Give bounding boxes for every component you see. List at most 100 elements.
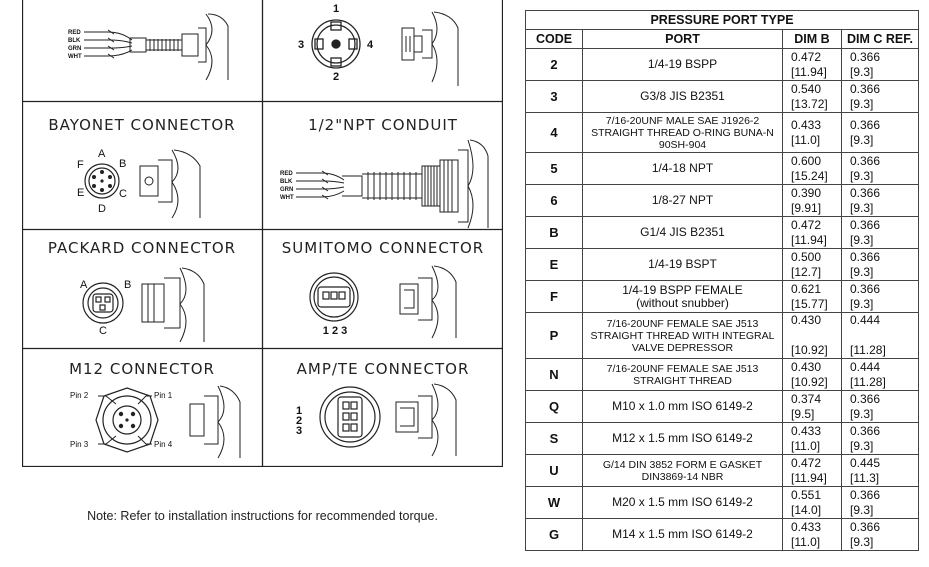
row-code: F xyxy=(525,280,583,313)
row-code: 5 xyxy=(525,152,583,185)
row-dim-c: 0.366[9.3] xyxy=(840,152,920,185)
wire-label-blk: BLK xyxy=(68,38,81,44)
row-dim-c: 0.366[9.3] xyxy=(840,216,920,249)
row-code: Q xyxy=(525,390,583,423)
row-port: 1/4-18 NPT xyxy=(582,152,783,185)
wire-label-grn: GRN xyxy=(68,46,81,52)
dim-c-mm: [9.3] xyxy=(850,534,874,549)
dim-c-inch: 0.366 xyxy=(850,217,881,232)
dim-c-inch: 0.366 xyxy=(850,153,881,168)
row-dim-b: 0.500[12.7] xyxy=(782,248,842,281)
row-code: E xyxy=(525,248,583,281)
row-dim-b: 0.551[14.0] xyxy=(782,486,842,519)
port-name: 1/4-18 NPT xyxy=(651,161,714,175)
row-dim-b: 0.374[9.5] xyxy=(782,390,842,423)
sumitomo-connector-cell: SUMITOMO CONNECTOR 1 2 3 xyxy=(282,239,483,339)
m12-pin-3-label: Pin 3 xyxy=(70,440,89,449)
table-row: 5 1/4-18 NPT 0.600[15.24]0.366[9.3] xyxy=(525,152,920,185)
dim-c-inch: 0.366 xyxy=(850,519,881,534)
dim-b-inch: 0.433 xyxy=(791,423,822,438)
port-name: G3/8 JIS B2351 xyxy=(640,89,725,103)
din-connector-cell: 1 2 3 4 xyxy=(298,3,459,86)
packard-connector-cell: PACKARD CONNECTOR A B C xyxy=(48,239,236,343)
din-pin-3-label: 3 xyxy=(298,39,304,51)
port-name: G1/4 JIS B2351 xyxy=(640,225,725,239)
port-name: 1/4-19 BSPP FEMALE xyxy=(622,282,743,297)
port-note: (without snubber) xyxy=(636,295,729,310)
dim-c-inch: 0.366 xyxy=(850,391,881,406)
packard-face xyxy=(82,282,124,324)
dim-c-mm: [9.3] xyxy=(850,200,874,215)
port-name: M20 x 1.5 mm ISO 6149-2 xyxy=(612,495,753,509)
row-port: 1/8-27 NPT xyxy=(582,184,783,217)
row-port: M20 x 1.5 mm ISO 6149-2 xyxy=(582,486,783,519)
row-dim-b: 0.600[15.24] xyxy=(782,152,842,185)
amp-te-face xyxy=(319,386,381,448)
amp-te-connector-cell: AMP/TE CONNECTOR 1 2 3 xyxy=(296,360,468,457)
din-pin-1-label: 1 xyxy=(333,3,339,15)
dim-c-mm: [9.3] xyxy=(850,132,874,147)
dim-b-inch: 0.433 xyxy=(791,519,822,534)
dim-b-inch: 0.500 xyxy=(791,249,822,264)
bayonet-pin-c: C xyxy=(119,188,127,200)
dim-b-mm: [12.7] xyxy=(791,264,822,279)
din-connector-side xyxy=(401,11,459,86)
dim-c-mm: [9.3] xyxy=(850,264,874,279)
bayonet-side xyxy=(139,149,201,219)
npt-conduit-drawing xyxy=(296,139,489,229)
connector-diagram-panel: RED BLK GRN WHT 1 2 3 4 xyxy=(22,0,503,467)
dim-c-inch: 0.444 xyxy=(850,313,881,327)
header-dim-b: DIM B xyxy=(782,29,842,49)
row-dim-c: 0.444[11.28] xyxy=(840,312,920,359)
row-dim-b: 0.621[15.77] xyxy=(782,280,842,313)
row-dim-c: 0.366[9.3] xyxy=(840,184,920,217)
m12-pin-1-label: Pin 1 xyxy=(154,391,173,400)
m12-pin-2-label: Pin 2 xyxy=(70,391,89,400)
dim-b-inch: 0.433 xyxy=(791,117,822,132)
row-code: U xyxy=(525,454,583,487)
wire-label-red: RED xyxy=(68,30,81,36)
dim-c-inch: 0.366 xyxy=(850,249,881,264)
bayonet-pin-f: F xyxy=(77,159,84,171)
dim-b-mm: [11.94] xyxy=(791,232,827,247)
row-dim-b: 0.540[13.72] xyxy=(782,80,842,113)
dim-b-mm: [14.0] xyxy=(791,502,822,517)
row-port: M12 x 1.5 mm ISO 6149-2 xyxy=(582,422,783,455)
dim-b-inch: 0.472 xyxy=(791,455,822,470)
dim-b-mm: [10.92] xyxy=(791,374,828,389)
header-dim-c: DIM C REF. xyxy=(840,29,920,49)
row-port: 1/4-19 BSPP xyxy=(582,48,783,81)
packard-title: PACKARD CONNECTOR xyxy=(48,239,236,257)
row-dim-b: 0.430[10.92] xyxy=(782,312,842,359)
sumitomo-face xyxy=(309,272,359,322)
row-dim-b: 0.430[10.92] xyxy=(782,358,842,391)
row-code: 2 xyxy=(525,48,583,81)
dim-c-mm: [9.3] xyxy=(850,64,874,79)
amp-pin-3-label: 3 xyxy=(296,425,302,437)
port-name: 7/16-20UNF MALE SAE J1926-2 STRAIGHT THR… xyxy=(591,114,774,151)
table-row: F 1/4-19 BSPP FEMALE(without snubber) 0.62… xyxy=(525,280,920,313)
dim-b-mm: [15.24] xyxy=(791,168,828,183)
din-pin-4-label: 4 xyxy=(367,39,374,51)
row-port: 7/16-20UNF FEMALE SAE J513 STRAIGHT THRE… xyxy=(582,312,783,359)
table-title: PRESSURE PORT TYPE xyxy=(524,10,920,30)
row-code: G xyxy=(525,518,583,551)
dim-c-mm: [11.28] xyxy=(850,374,886,389)
port-name: 7/16-20UNF FEMALE SAE J513 STRAIGHT THRE… xyxy=(590,317,775,354)
dim-c-mm: [9.3] xyxy=(850,406,874,421)
row-code: 6 xyxy=(525,184,583,217)
row-code: S xyxy=(525,422,583,455)
packard-pin-c: C xyxy=(99,325,107,337)
pressure-port-table: PRESSURE PORT TYPE CODE PORT DIM B DIM C… xyxy=(524,10,920,551)
dim-c-mm: [9.3] xyxy=(850,232,874,247)
dim-b-mm: [11.0] xyxy=(791,534,821,549)
dim-b-mm: [11.0] xyxy=(791,132,821,147)
